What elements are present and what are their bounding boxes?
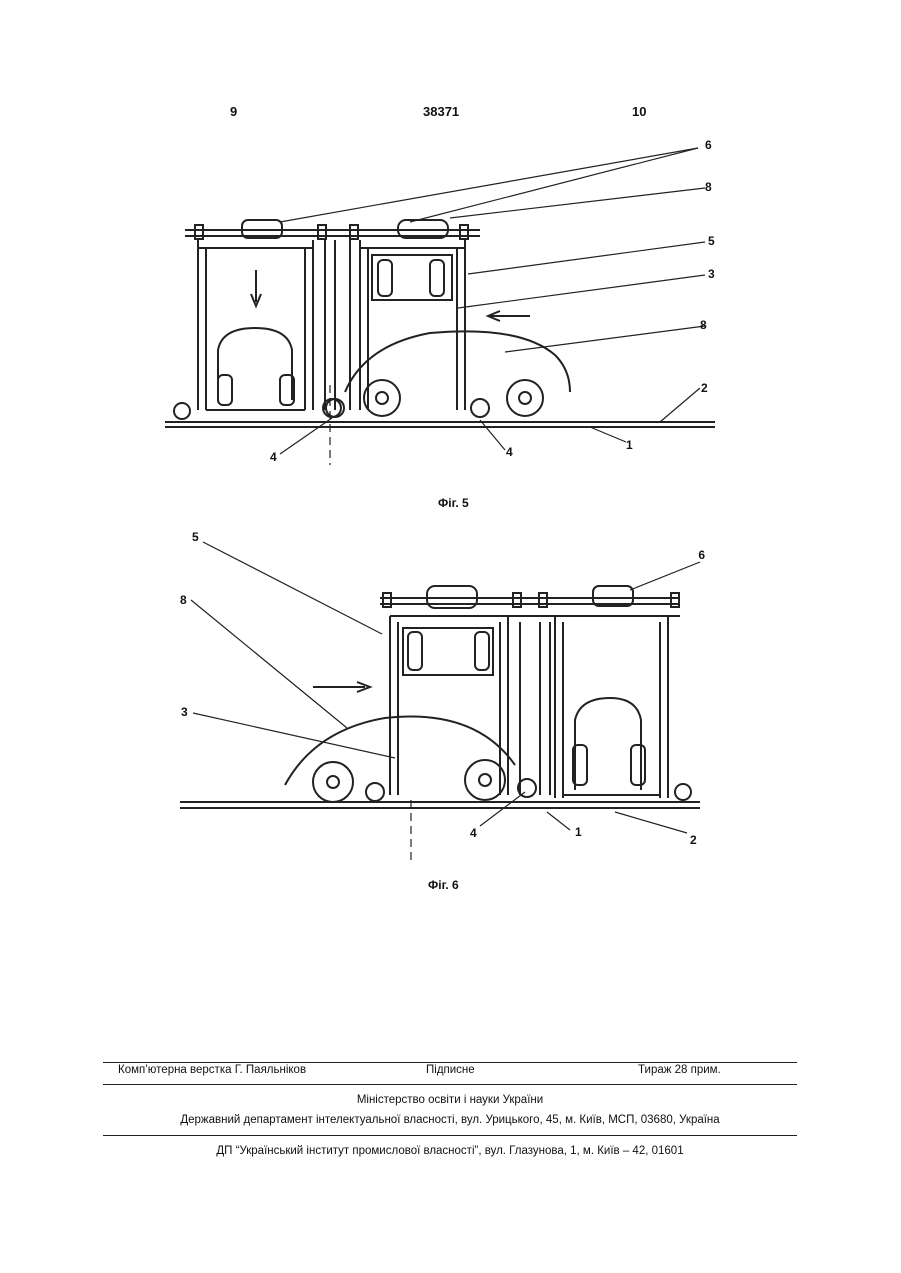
fig5-label-1: 1 <box>626 438 633 452</box>
fig6-label-1: 1 <box>575 825 582 839</box>
fig5-label-8: 8 <box>700 318 707 332</box>
figure-5-caption: Фіг. 5 <box>438 496 469 510</box>
footer-rule-top <box>103 1062 797 1063</box>
fig6-label-6: 6 <box>698 548 705 562</box>
signed-note: Підписне <box>426 1064 475 1076</box>
page-number-left: 9 <box>230 104 237 119</box>
fig6-label-5: 5 <box>192 530 199 544</box>
page-number-right: 10 <box>632 104 646 119</box>
figure-5-drawing: 6 8 5 3 8 2 1 4 4 <box>160 130 720 500</box>
fig5-label-2: 2 <box>701 381 708 395</box>
fig5-label-3: 3 <box>708 267 715 281</box>
fig6-label-4: 4 <box>470 826 477 840</box>
footer-rule-bottom <box>103 1135 797 1136</box>
fig5-label-4a: 4 <box>270 450 277 464</box>
typesetting-credit: Комп’ютерна верстка Г. Паяльніков <box>118 1064 306 1076</box>
institute-line: ДП “Український інститут промислової вла… <box>103 1145 797 1157</box>
fig5-label-6: 6 <box>705 138 712 152</box>
department-line: Державний департамент інтелектуальної вл… <box>103 1114 797 1126</box>
circulation-note: Тираж 28 прим. <box>638 1064 721 1076</box>
fig5-label-4b: 4 <box>506 445 513 459</box>
fig6-label-2: 2 <box>690 833 697 847</box>
ministry-line: Міністерство освіти і науки України <box>103 1094 797 1106</box>
figure-6-drawing: 5 6 8 3 4 1 2 <box>175 530 705 870</box>
fig5-label-5: 5 <box>708 234 715 248</box>
footer-rule-middle <box>103 1084 797 1085</box>
figure-6-caption: Фіг. 6 <box>428 878 459 892</box>
fig6-label-8: 8 <box>180 593 187 607</box>
fig5-label-8-top: 8 <box>705 180 712 194</box>
patent-number: 38371 <box>423 104 459 119</box>
fig6-label-3: 3 <box>181 705 188 719</box>
